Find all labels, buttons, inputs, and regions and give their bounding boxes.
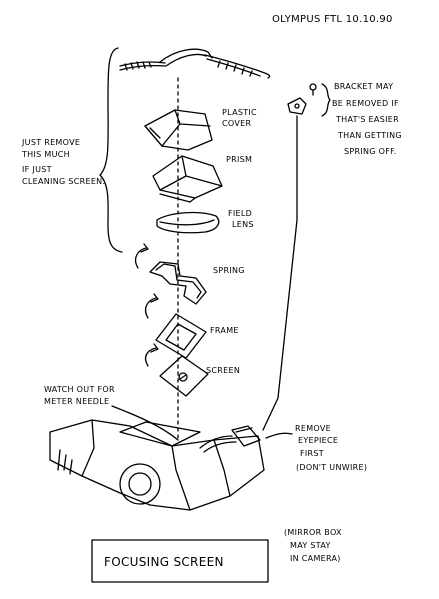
plastic-cover-drawing — [144, 109, 213, 151]
label-plastic-cover-2: COVER — [222, 119, 251, 128]
prism-drawing — [152, 155, 223, 203]
label-prism: PRISM — [226, 155, 252, 164]
label-bracket-4: THAN GETTING — [337, 131, 402, 140]
bracket-drawing — [287, 83, 317, 115]
label-just-remove-3: IF JUST — [22, 165, 52, 174]
label-remove-eyepiece-1: REMOVE — [295, 424, 331, 433]
label-plastic-cover-1: PLASTIC — [222, 108, 257, 117]
label-frame: FRAME — [210, 326, 239, 335]
label-remove-eyepiece-4: (DON'T UNWIRE) — [296, 463, 367, 472]
arrow-screen — [144, 343, 159, 367]
label-just-remove-2: THIS MUCH — [21, 150, 70, 159]
screen-drawing — [159, 355, 209, 397]
camera-body-drawing — [49, 419, 265, 511]
bracket-guide-line — [262, 115, 298, 431]
label-bracket-1: BRACKET MAY — [334, 82, 393, 91]
frame-drawing — [155, 313, 207, 359]
label-just-remove-1: JUST REMOVE — [21, 138, 80, 147]
strap-drawing — [119, 48, 271, 79]
spring-drawing — [149, 261, 207, 305]
label-screen: SCREEN — [206, 366, 240, 375]
label-field-lens-1: FIELD — [228, 209, 252, 218]
arrow-spring — [134, 243, 149, 269]
eyepiece-drawing — [199, 425, 261, 453]
arrow-frame — [144, 293, 159, 319]
header-title: OLYMPUS FTL 10.10.90 — [272, 14, 393, 25]
meter-needle-pointer — [111, 405, 179, 441]
label-mirror-box-1: (MIRROR BOX — [284, 528, 342, 537]
label-bracket-3: THAT'S EASIER — [335, 115, 399, 124]
field-lens-drawing — [156, 211, 220, 234]
label-bracket-2: BE REMOVED IF — [332, 99, 399, 108]
left-brace — [99, 47, 123, 253]
label-spring: SPRING — [213, 266, 245, 275]
label-remove-eyepiece-2: EYEPIECE — [298, 436, 338, 445]
bracket-brace — [321, 83, 331, 117]
label-bracket-5: SPRING OFF. — [344, 147, 397, 156]
label-mirror-box-2: MAY STAY — [290, 541, 331, 550]
label-remove-eyepiece-3: FIRST — [300, 449, 324, 458]
label-field-lens-2: LENS — [232, 220, 254, 229]
label-watch-out-2: METER NEEDLE — [44, 397, 109, 406]
caption-box — [91, 539, 269, 583]
caption-text: FOCUSING SCREEN — [104, 555, 224, 569]
label-mirror-box-3: IN CAMERA) — [290, 554, 341, 563]
eyepiece-pointer — [265, 432, 293, 439]
label-just-remove-4: CLEANING SCREEN. — [22, 177, 105, 186]
label-watch-out-1: WATCH OUT FOR — [44, 385, 115, 394]
